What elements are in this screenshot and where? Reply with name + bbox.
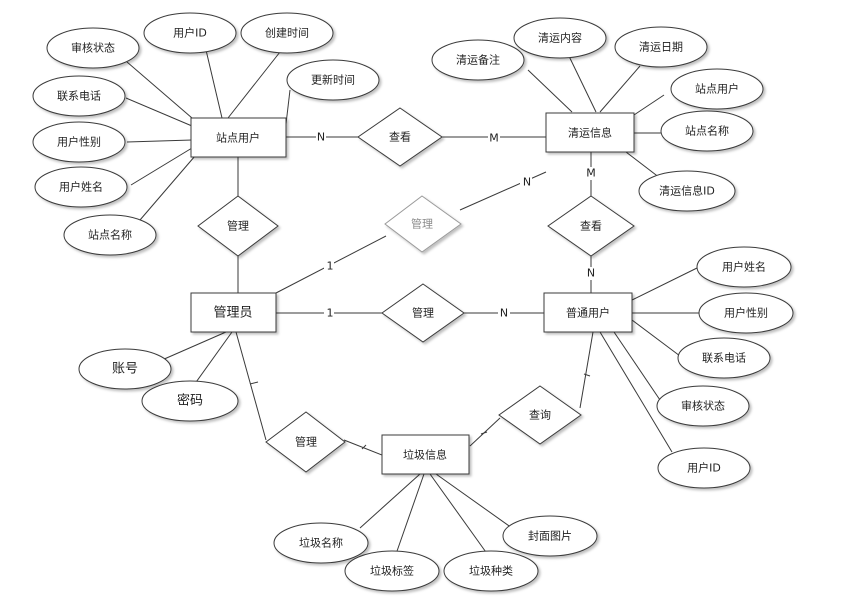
- attr-site-user-gender: 用户性别: [32, 121, 126, 163]
- cardinality-labels: N M M N N 1 1 N: [316, 130, 597, 320]
- attr-admin-password: 密码: [141, 380, 239, 422]
- rel-manage-garbage: 管理: [265, 411, 346, 473]
- card-site-view-m: M: [489, 132, 499, 145]
- attr-user-id: 用户ID: [657, 447, 751, 489]
- svg-text:创建时间: 创建时间: [265, 26, 309, 40]
- svg-text:用户性别: 用户性别: [724, 306, 768, 320]
- rel-manage-garbage-label: 管理: [295, 435, 317, 449]
- card-site-view-n: N: [317, 131, 325, 144]
- entity-admin-label: 管理员: [213, 306, 252, 321]
- card-admin-user-1: 1: [327, 307, 334, 320]
- svg-text:用户ID: 用户ID: [173, 26, 207, 40]
- entity-garbage-info: 垃圾信息: [381, 434, 470, 475]
- entity-clear-info-label: 清运信息: [568, 126, 612, 140]
- svg-text:账号: 账号: [112, 362, 138, 377]
- svg-text:垃圾名称: 垃圾名称: [299, 536, 343, 550]
- svg-text:站点名称: 站点名称: [685, 124, 729, 138]
- svg-text:站点用户: 站点用户: [695, 82, 739, 96]
- attr-site-site-name: 站点名称: [63, 214, 157, 256]
- card-clear-manage-1: 1: [327, 260, 334, 273]
- attr-garbage-name: 垃圾名称: [273, 522, 369, 564]
- svg-text:垃圾标签: 垃圾标签: [370, 564, 414, 578]
- attr-admin-account: 账号: [78, 348, 172, 390]
- svg-text:密码: 密码: [177, 393, 203, 409]
- rel-query-garbage-label: 查询: [529, 408, 551, 422]
- attr-garbage-tag: 垃圾标签: [344, 550, 440, 592]
- attr-clear-date: 清运日期: [614, 26, 708, 68]
- attr-clear-id: 清运信息ID: [638, 170, 736, 212]
- entity-normal-user-label: 普通用户: [566, 306, 610, 320]
- attr-clear-content: 清运内容: [513, 17, 607, 59]
- attr-user-gender: 用户性别: [698, 292, 794, 334]
- entity-site-user: 站点用户: [190, 117, 287, 158]
- svg-text:清运日期: 清运日期: [639, 41, 683, 54]
- card-clear-manage-n: N: [523, 176, 531, 189]
- entity-clear-info: 清运信息: [545, 112, 635, 153]
- card-admin-user-n: N: [500, 307, 508, 320]
- svg-text:用户ID: 用户ID: [687, 461, 721, 475]
- attr-user-contact-phone: 联系电话: [677, 337, 771, 379]
- card-clear-view-m: M: [586, 167, 596, 180]
- attr-garbage-cover-image: 封面图片: [502, 515, 598, 557]
- svg-text:站点名称: 站点名称: [88, 228, 132, 242]
- svg-text:垃圾种类: 垃圾种类: [469, 564, 513, 578]
- rel-manage-clear-label: 管理: [411, 217, 433, 231]
- rel-manage-user: 管理: [381, 283, 465, 343]
- entity-site-user-label: 站点用户: [216, 131, 260, 145]
- rel-view-right: 查看: [547, 195, 635, 257]
- connector-lines: [125, 49, 699, 556]
- attr-clear-site-name: 站点名称: [660, 110, 754, 152]
- svg-text:清运内容: 清运内容: [538, 31, 582, 45]
- attr-site-update-time: 更新时间: [286, 59, 380, 101]
- rel-manage-site: 管理: [197, 195, 279, 257]
- svg-text:更新时间: 更新时间: [311, 73, 355, 87]
- svg-text:封面图片: 封面图片: [528, 529, 572, 543]
- attr-site-user-id: 用户ID: [143, 12, 237, 54]
- rel-view-top: 查看: [357, 107, 443, 167]
- attr-user-audit-status: 审核状态: [656, 385, 750, 427]
- rel-manage-user-label: 管理: [412, 306, 434, 320]
- svg-text:联系电话: 联系电话: [57, 90, 101, 103]
- rel-view-top-label: 查看: [389, 130, 411, 144]
- attr-clear-site-user: 站点用户: [670, 68, 764, 110]
- attr-site-create-time: 创建时间: [240, 12, 334, 54]
- rel-query-garbage: 查询: [498, 385, 582, 445]
- attr-site-user-name: 用户姓名: [34, 166, 128, 208]
- tick-marks: [249, 373, 591, 450]
- svg-text:用户姓名: 用户姓名: [59, 180, 103, 194]
- svg-text:清运备注: 清运备注: [456, 53, 500, 67]
- attr-clear-note: 清运备注: [431, 39, 525, 81]
- rel-manage-site-label: 管理: [227, 219, 249, 233]
- entity-admin: 管理员: [190, 292, 277, 333]
- rel-view-right-label: 查看: [580, 219, 602, 233]
- svg-text:联系电话: 联系电话: [702, 352, 746, 365]
- svg-text:清运信息ID: 清运信息ID: [659, 184, 715, 198]
- card-clear-view-n: N: [587, 267, 595, 280]
- svg-text:审核状态: 审核状态: [71, 41, 115, 55]
- rel-manage-clear: 管理: [384, 195, 462, 253]
- svg-text:用户性别: 用户性别: [57, 135, 101, 149]
- attr-garbage-type: 垃圾种类: [443, 550, 539, 592]
- attr-site-contact-phone: 联系电话: [32, 75, 126, 117]
- svg-text:审核状态: 审核状态: [681, 399, 725, 413]
- entity-garbage-info-label: 垃圾信息: [403, 448, 447, 462]
- entity-normal-user: 普通用户: [543, 292, 633, 333]
- svg-text:用户姓名: 用户姓名: [722, 260, 766, 274]
- attr-user-name: 用户姓名: [696, 246, 792, 288]
- attr-site-audit-status: 审核状态: [46, 27, 140, 69]
